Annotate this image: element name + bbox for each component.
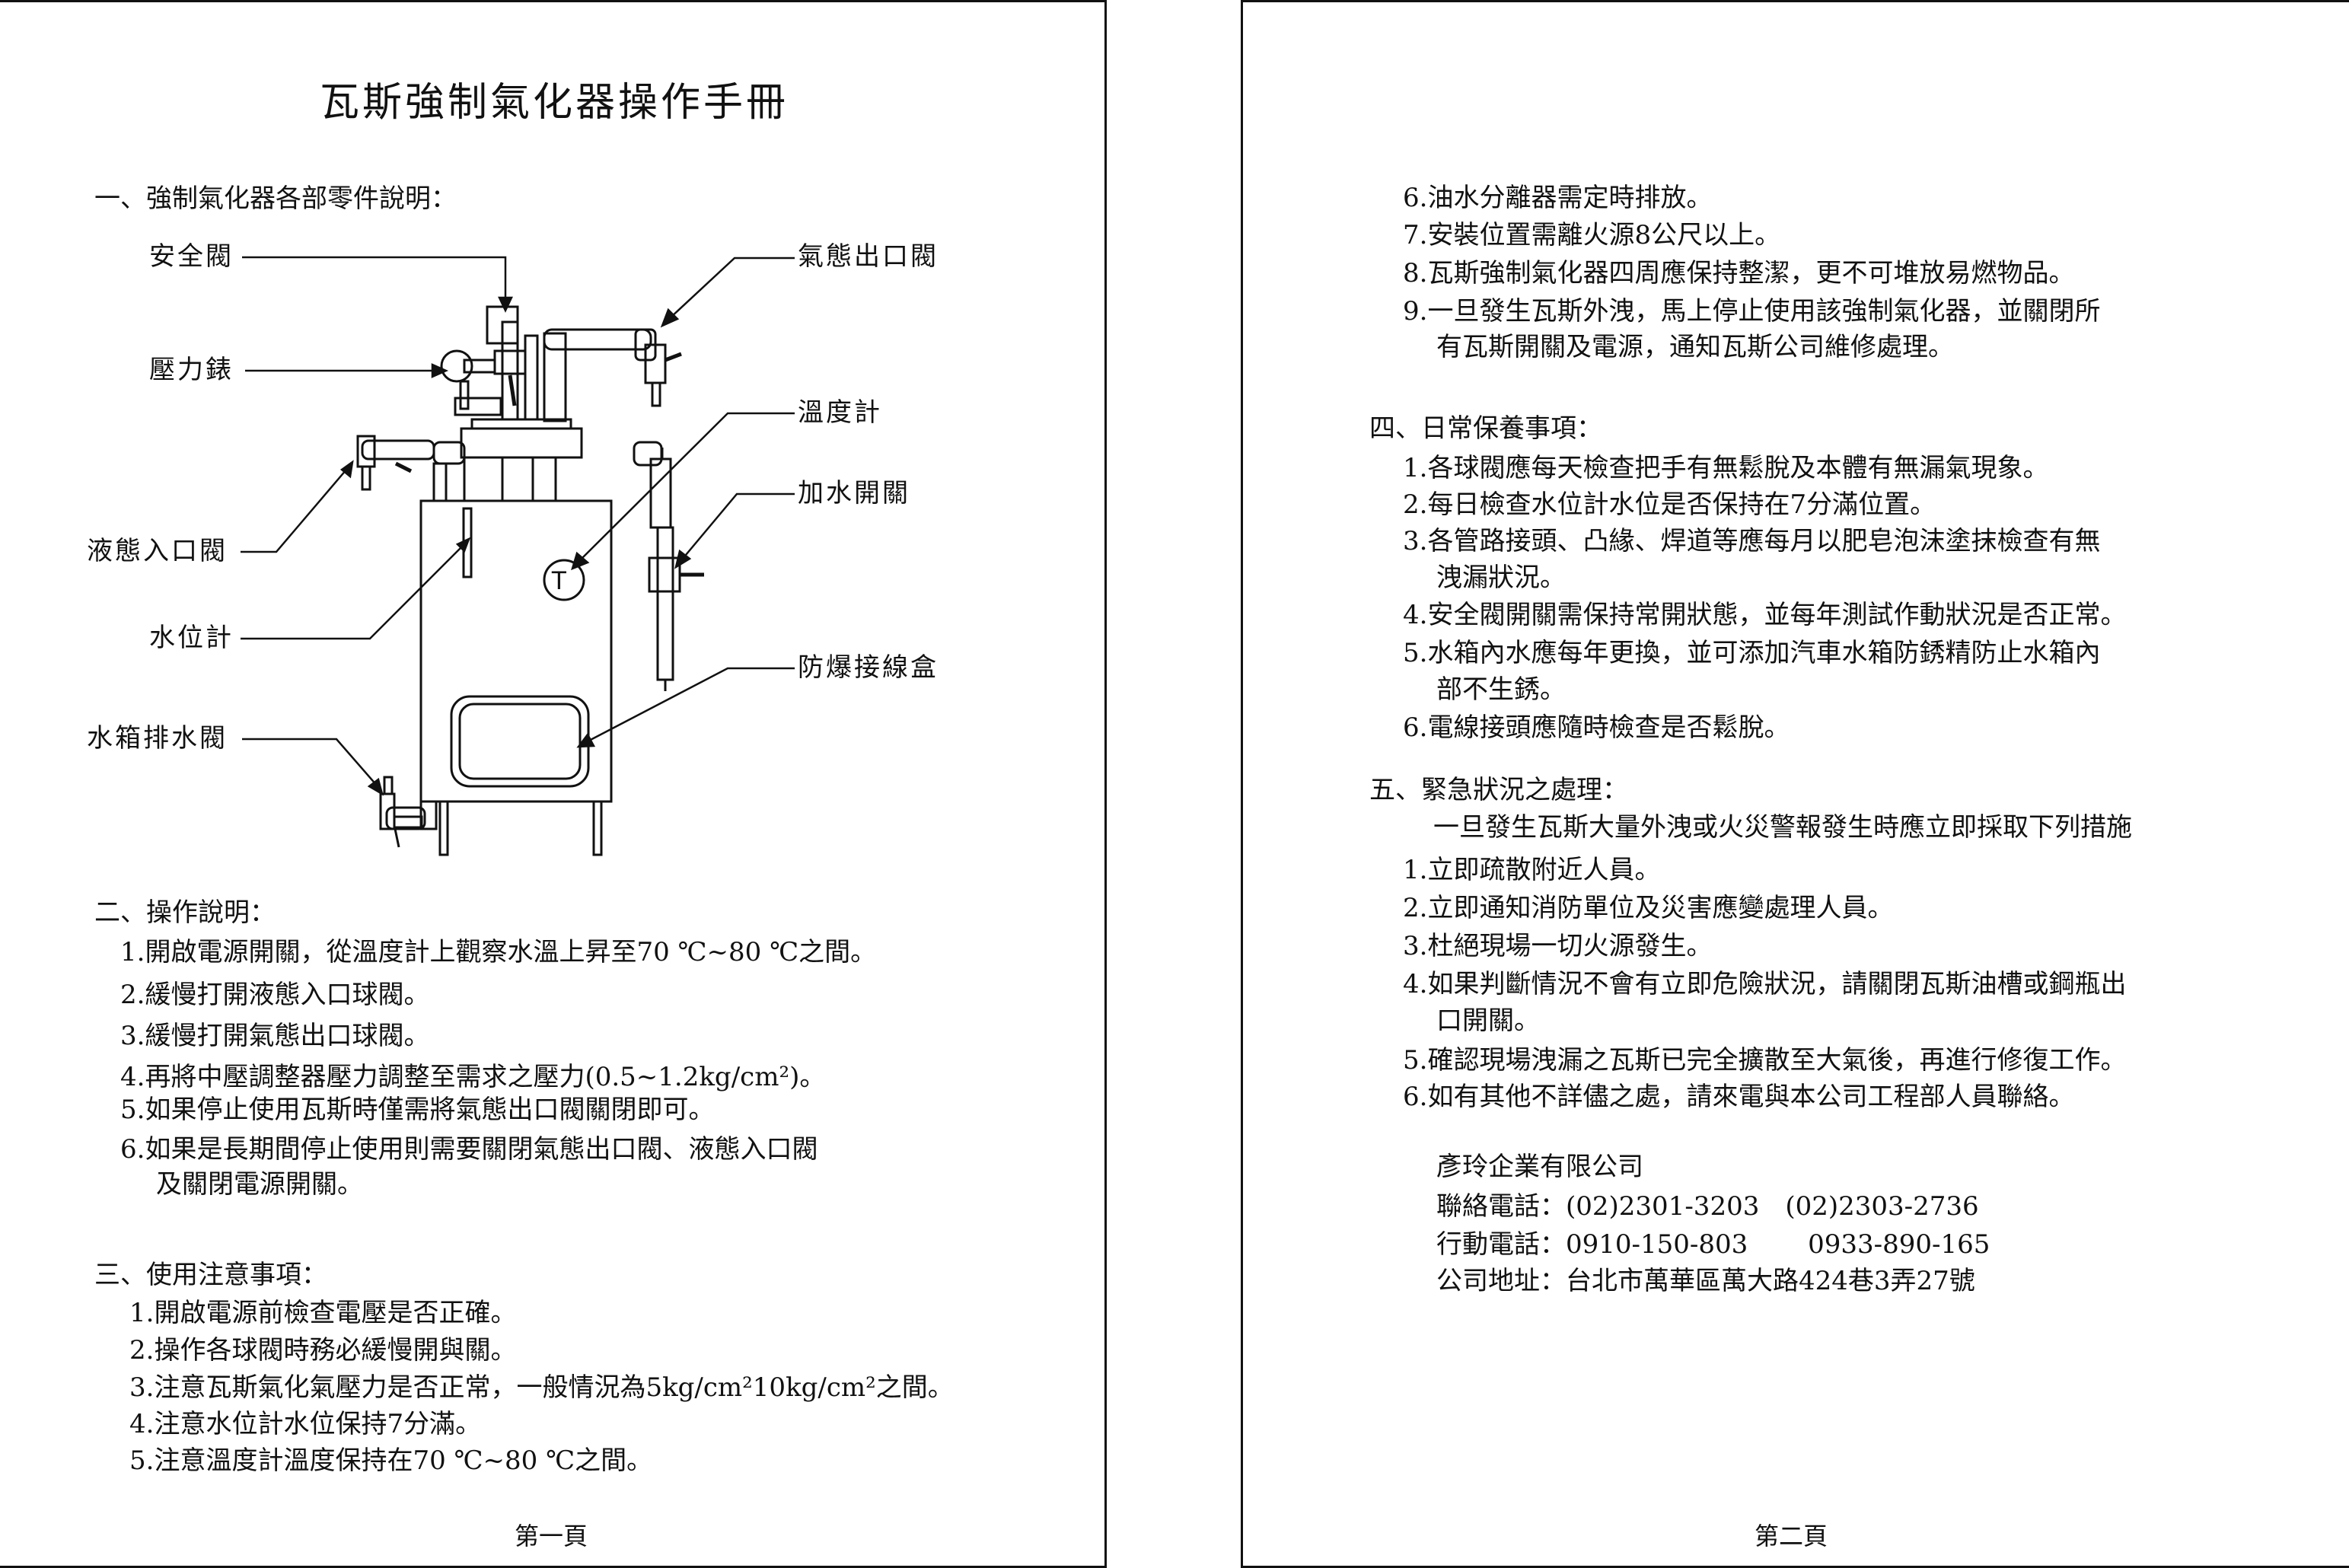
label-gas-outlet-valve: 氣態出口閥	[798, 241, 939, 272]
section3-item: 3.注意瓦斯氣化氣壓力是否正常，一般情況為5kg/cm²10kg/cm²之間。	[129, 1372, 954, 1403]
section4-item: 2.每日檢查水位計水位是否保持在7分滿位置。	[1403, 489, 1936, 520]
section2-heading: 二、操作說明：	[94, 897, 276, 928]
section3-item: 5.注意溫度計溫度保持在70 ℃~80 ℃之間。	[129, 1445, 653, 1476]
label-water-gauge: 水位計	[149, 623, 234, 653]
section4-item-cont: 洩漏狀況。	[1436, 563, 1566, 593]
section3-cont-item: 6.油水分離器需定時排放。	[1403, 183, 1713, 213]
manual-page-2: 6.油水分離器需定時排放。 7.安裝位置需離火源8公尺以上。 8.瓦斯強制氣化器…	[1241, 0, 2349, 1568]
section4-item-cont: 部不生銹。	[1436, 674, 1566, 705]
section2-item: 6.如果是長期間停止使用則需要關閉氣態出口閥、液態入口閥	[120, 1134, 818, 1165]
thermometer-dial	[543, 559, 585, 601]
section3-cont-item: 7.安裝位置需離火源8公尺以上。	[1403, 220, 1781, 250]
section5-item: 4.如果判斷情況不會有立即危險狀況，請關閉瓦斯油槽或鋼瓶出	[1403, 969, 2127, 999]
section3-item: 4.注意水位計水位保持7分滿。	[129, 1409, 482, 1439]
fill-valve	[648, 556, 681, 593]
page-number: 第一頁	[515, 1522, 588, 1550]
thermometer-symbol: T	[551, 566, 567, 595]
section2-item-cont: 及關閉電源開關。	[156, 1169, 363, 1200]
section5-intro: 一旦發生瓦斯大量外洩或火災警報發生時應立即採取下列措施	[1433, 812, 2132, 843]
safety-valve	[486, 305, 519, 345]
section3-item: 2.操作各球閥時務必緩慢開與關。	[129, 1335, 517, 1366]
company-phone: 聯絡電話：(02)2301-3203 (02)2303-2736	[1436, 1191, 1979, 1222]
section4-item: 4.安全閥開關需保持常開狀態，並每年測試作動狀況是否正常。	[1403, 600, 2127, 630]
tank-body	[419, 499, 613, 803]
section4-item: 3.各管路接頭、凸緣、焊道等應每月以肥皂泡沫塗抹檢查有無	[1403, 526, 2101, 556]
vaporizer-diagram	[241, 256, 795, 856]
manual-page-1: 瓦斯強制氣化器操作手冊 一、強制氣化器各部零件說明：	[0, 0, 1107, 1568]
section5-item: 1.立即疏散附近人員。	[1403, 855, 1661, 885]
section3-cont-item: 8.瓦斯強制氣化器四周應保持整潔，更不可堆放易燃物品。	[1403, 258, 2075, 288]
section2-item: 2.緩慢打開液態入口球閥。	[120, 980, 430, 1010]
section5-item-cont: 口開關。	[1436, 1005, 1540, 1036]
section2-item: 5.如果停止使用瓦斯時僅需將氣態出口閥關閉即可。	[120, 1095, 715, 1125]
page-title: 瓦斯強制氣化器操作手冊	[320, 80, 789, 126]
label-liquid-inlet-valve: 液態入口閥	[87, 536, 228, 566]
section2-item: 3.緩慢打開氣態出口球閥。	[120, 1021, 430, 1051]
section5-item: 5.確認現場洩漏之瓦斯已完全擴散至大氣後，再進行修復工作。	[1403, 1045, 2127, 1076]
company-address: 公司地址：台北市萬華區萬大路424巷3弄27號	[1436, 1266, 1975, 1296]
section3-cont-item: 9.一旦發生瓦斯外洩，馬上停止使用該強制氣化器，並關閉所	[1403, 296, 2101, 327]
safety-valve-body	[493, 349, 527, 375]
section3-cont-item: 有瓦斯開關及電源，通知瓦斯公司維修處理。	[1436, 332, 1954, 362]
company-name: 彥玲企業有限公司	[1436, 1152, 1643, 1182]
label-pressure-gauge: 壓力錶	[149, 355, 234, 385]
section4-item: 5.水箱內水應每年更換，並可添加汽車水箱防銹精防止水箱內	[1403, 638, 2101, 668]
pressure-gauge-dial	[440, 349, 473, 383]
section2-item: 1.開啟電源開關，從溫度計上觀察水溫上昇至70 ℃~80 ℃之間。	[120, 937, 877, 967]
section4-item: 6.電線接頭應隨時檢查是否鬆脫。	[1403, 712, 1790, 743]
label-thermometer: 溫度計	[798, 397, 882, 428]
page-number: 第二頁	[1755, 1522, 1828, 1550]
label-fill-switch: 加水開關	[798, 478, 910, 508]
label-junction-box: 防爆接線盒	[798, 652, 939, 683]
section5-item: 3.杜絕現場一切火源發生。	[1403, 931, 1713, 961]
label-safety-valve: 安全閥	[149, 241, 234, 272]
section4-item: 1.各球閥應每天檢查把手有無鬆脫及本體有無漏氣現象。	[1403, 453, 2049, 483]
tank-window	[450, 695, 590, 788]
section4-heading: 四、日常保養事項：	[1369, 413, 1602, 444]
section5-item: 2.立即通知消防單位及災害應變處理人員。	[1403, 893, 1894, 923]
section2-item: 4.再將中壓調整器壓力調整至需求之壓力(0.5~1.2kg/cm²)。	[120, 1062, 826, 1092]
section5-heading: 五、緊急狀況之處理：	[1369, 775, 1628, 805]
label-tank-drain-valve: 水箱排水閥	[87, 723, 228, 754]
section5-item: 6.如有其他不詳儘之處，請來電與本公司工程部人員聯絡。	[1403, 1082, 2075, 1112]
flange	[460, 427, 583, 459]
company-mobile: 行動電話：0910-150-803 0933-890-165	[1436, 1229, 1990, 1260]
section3-item: 1.開啟電源前檢查電壓是否正確。	[129, 1298, 517, 1328]
section3-heading: 三、使用注意事項：	[94, 1260, 327, 1290]
section1-heading: 一、強制氣化器各部零件說明：	[94, 183, 457, 214]
